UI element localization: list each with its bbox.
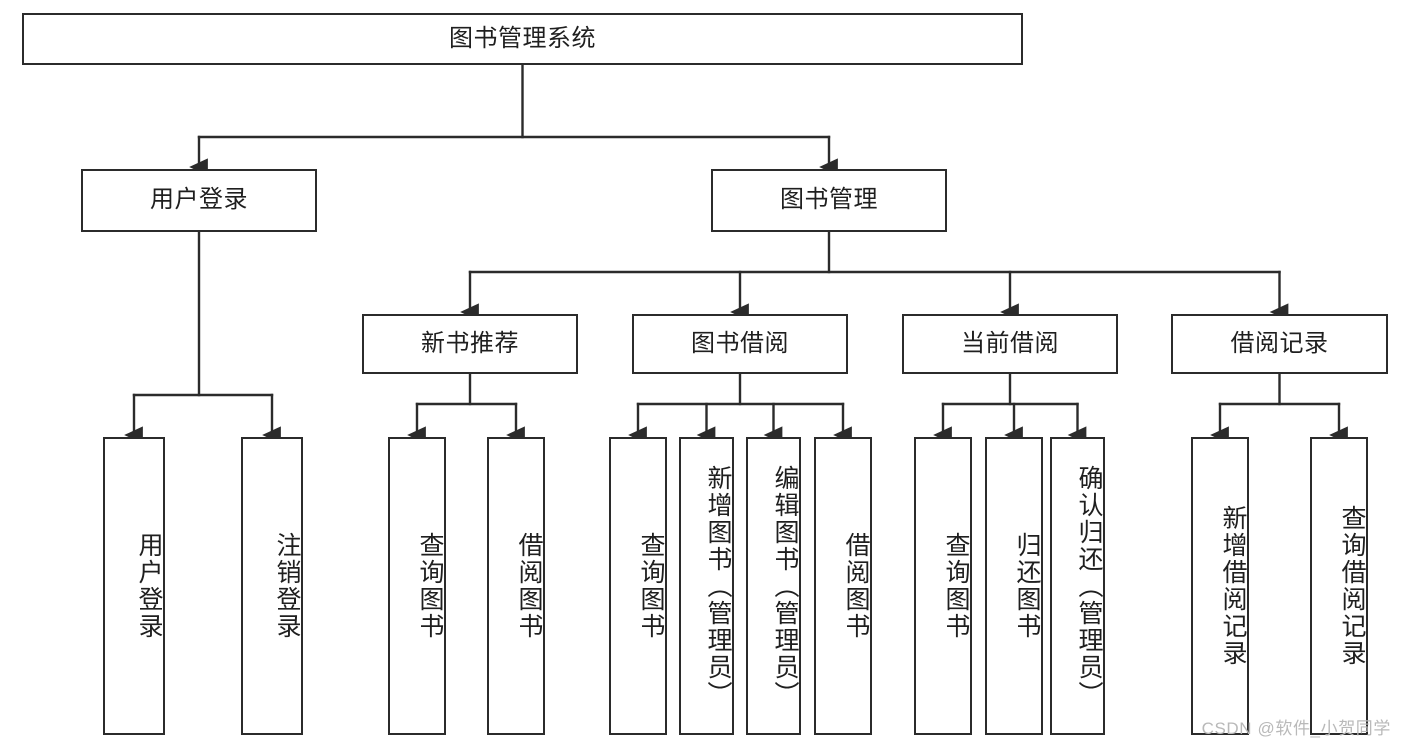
node-label: 新书推荐 (421, 329, 519, 357)
leaf-edit-book-admin[interactable]: 编辑图书（管理员） (746, 437, 801, 735)
node-label: 归还图书 (1013, 532, 1041, 640)
node-label: 查询图书 (942, 532, 970, 640)
node-root-book-management-system[interactable]: 图书管理系统 (22, 13, 1023, 65)
csdn-watermark: CSDN @软件_小贺同学 (1201, 719, 1391, 738)
node-label: 图书管理 (780, 186, 878, 214)
leaf-borrow-book-borrowing[interactable]: 借阅图书 (814, 437, 872, 735)
node-label: 图书借阅 (691, 329, 789, 357)
leaf-borrow-book-recommendation[interactable]: 借阅图书 (487, 437, 545, 735)
leaf-add-book-admin[interactable]: 新增图书（管理员） (679, 437, 734, 735)
node-label: 借阅图书 (842, 532, 870, 640)
node-label: 借阅记录 (1230, 329, 1329, 357)
leaf-return-book[interactable]: 归还图书 (985, 437, 1043, 735)
leaf-logout[interactable]: 注销登录 (241, 437, 303, 735)
node-label: 查询图书 (637, 532, 665, 640)
leaf-query-book-recommendation[interactable]: 查询图书 (388, 437, 446, 735)
node-new-book-recommendation[interactable]: 新书推荐 (362, 314, 578, 374)
node-label: 新增图书（管理员） (704, 464, 732, 708)
node-book-management[interactable]: 图书管理 (711, 169, 947, 232)
leaf-add-borrow-record[interactable]: 新增借阅记录 (1191, 437, 1249, 735)
node-label: 用户登录 (150, 186, 248, 214)
node-label: 借阅图书 (515, 532, 543, 640)
node-label: 用户登录 (135, 532, 163, 640)
node-current-borrowing[interactable]: 当前借阅 (902, 314, 1118, 374)
node-label: 查询图书 (416, 532, 444, 640)
node-user-login[interactable]: 用户登录 (81, 169, 317, 232)
node-label: 图书管理系统 (449, 24, 596, 52)
leaf-user-login[interactable]: 用户登录 (103, 437, 165, 735)
node-label: 注销登录 (273, 532, 301, 640)
node-label: 查询借阅记录 (1338, 505, 1366, 667)
leaf-confirm-return-admin[interactable]: 确认归还（管理员） (1050, 437, 1105, 735)
connector-paths (124, 63, 1348, 444)
node-label: 新增借阅记录 (1219, 505, 1247, 667)
node-label: 当前借阅 (961, 329, 1059, 357)
node-label: 确认归还（管理员） (1075, 464, 1103, 708)
leaf-query-borrow-record[interactable]: 查询借阅记录 (1310, 437, 1368, 735)
node-label: 编辑图书（管理员） (771, 464, 799, 708)
node-borrowing-record[interactable]: 借阅记录 (1171, 314, 1388, 374)
leaf-query-book-borrowing[interactable]: 查询图书 (609, 437, 667, 735)
node-book-borrowing[interactable]: 图书借阅 (632, 314, 848, 374)
leaf-query-book-current[interactable]: 查询图书 (914, 437, 972, 735)
